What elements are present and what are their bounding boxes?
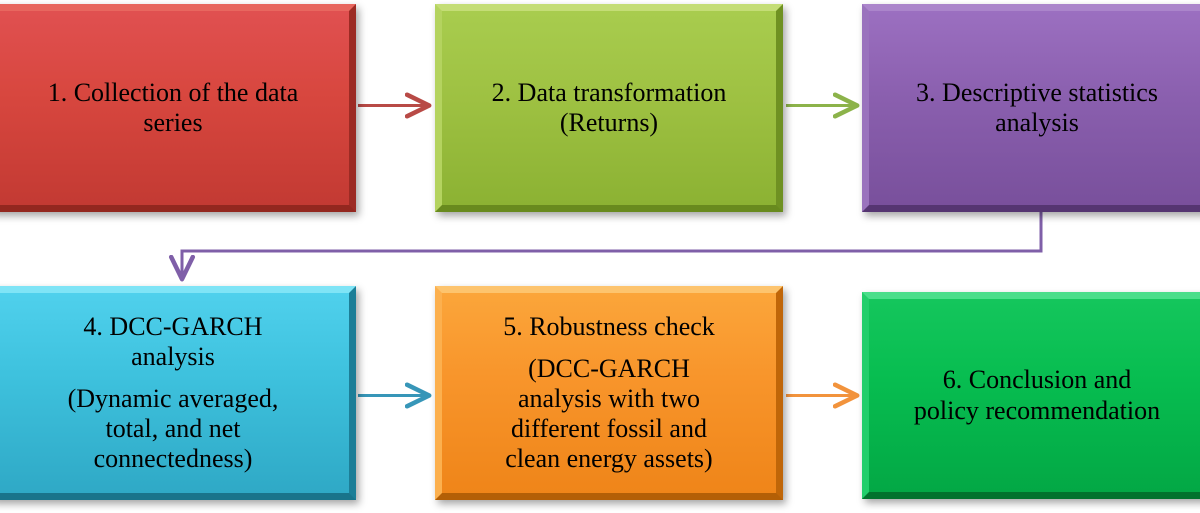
step-3-line-2: analysis xyxy=(995,108,1079,137)
step-4-detail: (Dynamic averaged, total, and net connec… xyxy=(5,384,341,474)
step-2-line-2: (Returns) xyxy=(559,108,659,137)
process-box-step-3[interactable]: 3. Descriptive statistics analysis xyxy=(862,4,1200,212)
step-4-line-2: analysis xyxy=(131,341,215,371)
process-box-step-5[interactable]: 5. Robustness check (DCC-GARCH analysis … xyxy=(435,286,783,500)
step-5-line-4: different fossil and xyxy=(511,414,707,444)
step-5-title: 5. Robustness check xyxy=(450,312,768,342)
step-2-text: 2. Data transformation (Returns) xyxy=(450,78,768,138)
step-6-text: 6. Conclusion and policy recommendation xyxy=(877,365,1197,425)
step-1-line-2: series xyxy=(143,108,203,137)
step-6-line-1: 6. Conclusion and xyxy=(942,365,1132,395)
step-5-line-2: (DCC-GARCH xyxy=(528,353,690,383)
process-box-step-6[interactable]: 6. Conclusion and policy recommendation xyxy=(862,292,1200,499)
step-4-title: 4. DCC-GARCH analysis xyxy=(5,312,341,372)
step-5-line-3: analysis with two xyxy=(518,383,700,413)
step-5-line-5: clean energy assets) xyxy=(505,444,713,474)
step-2-line-1: 2. Data transformation xyxy=(491,77,727,107)
step-4-line-3: (Dynamic averaged, xyxy=(67,383,279,413)
step-3-text: 3. Descriptive statistics analysis xyxy=(877,78,1197,138)
step-4-line-4: total, and net xyxy=(105,414,241,444)
step-1-line-1: 1. Collection of the data xyxy=(47,77,299,107)
process-box-step-4[interactable]: 4. DCC-GARCH analysis (Dynamic averaged,… xyxy=(0,286,356,500)
step-5-line-1: 5. Robustness check xyxy=(503,311,715,341)
step-4-line-5: connectedness) xyxy=(93,444,253,474)
process-box-step-2[interactable]: 2. Data transformation (Returns) xyxy=(435,4,783,212)
arrow-step3-to-step4 xyxy=(182,212,1043,278)
step-6-line-2: policy recommendation xyxy=(913,395,1161,425)
process-box-step-1[interactable]: 1. Collection of the data series xyxy=(0,4,356,212)
step-3-line-1: 3. Descriptive statistics xyxy=(916,77,1158,107)
step-1-text: 1. Collection of the data series xyxy=(5,78,341,138)
step-5-detail: (DCC-GARCH analysis with two different f… xyxy=(450,354,768,475)
step-4-line-1: 4. DCC-GARCH xyxy=(83,311,263,341)
